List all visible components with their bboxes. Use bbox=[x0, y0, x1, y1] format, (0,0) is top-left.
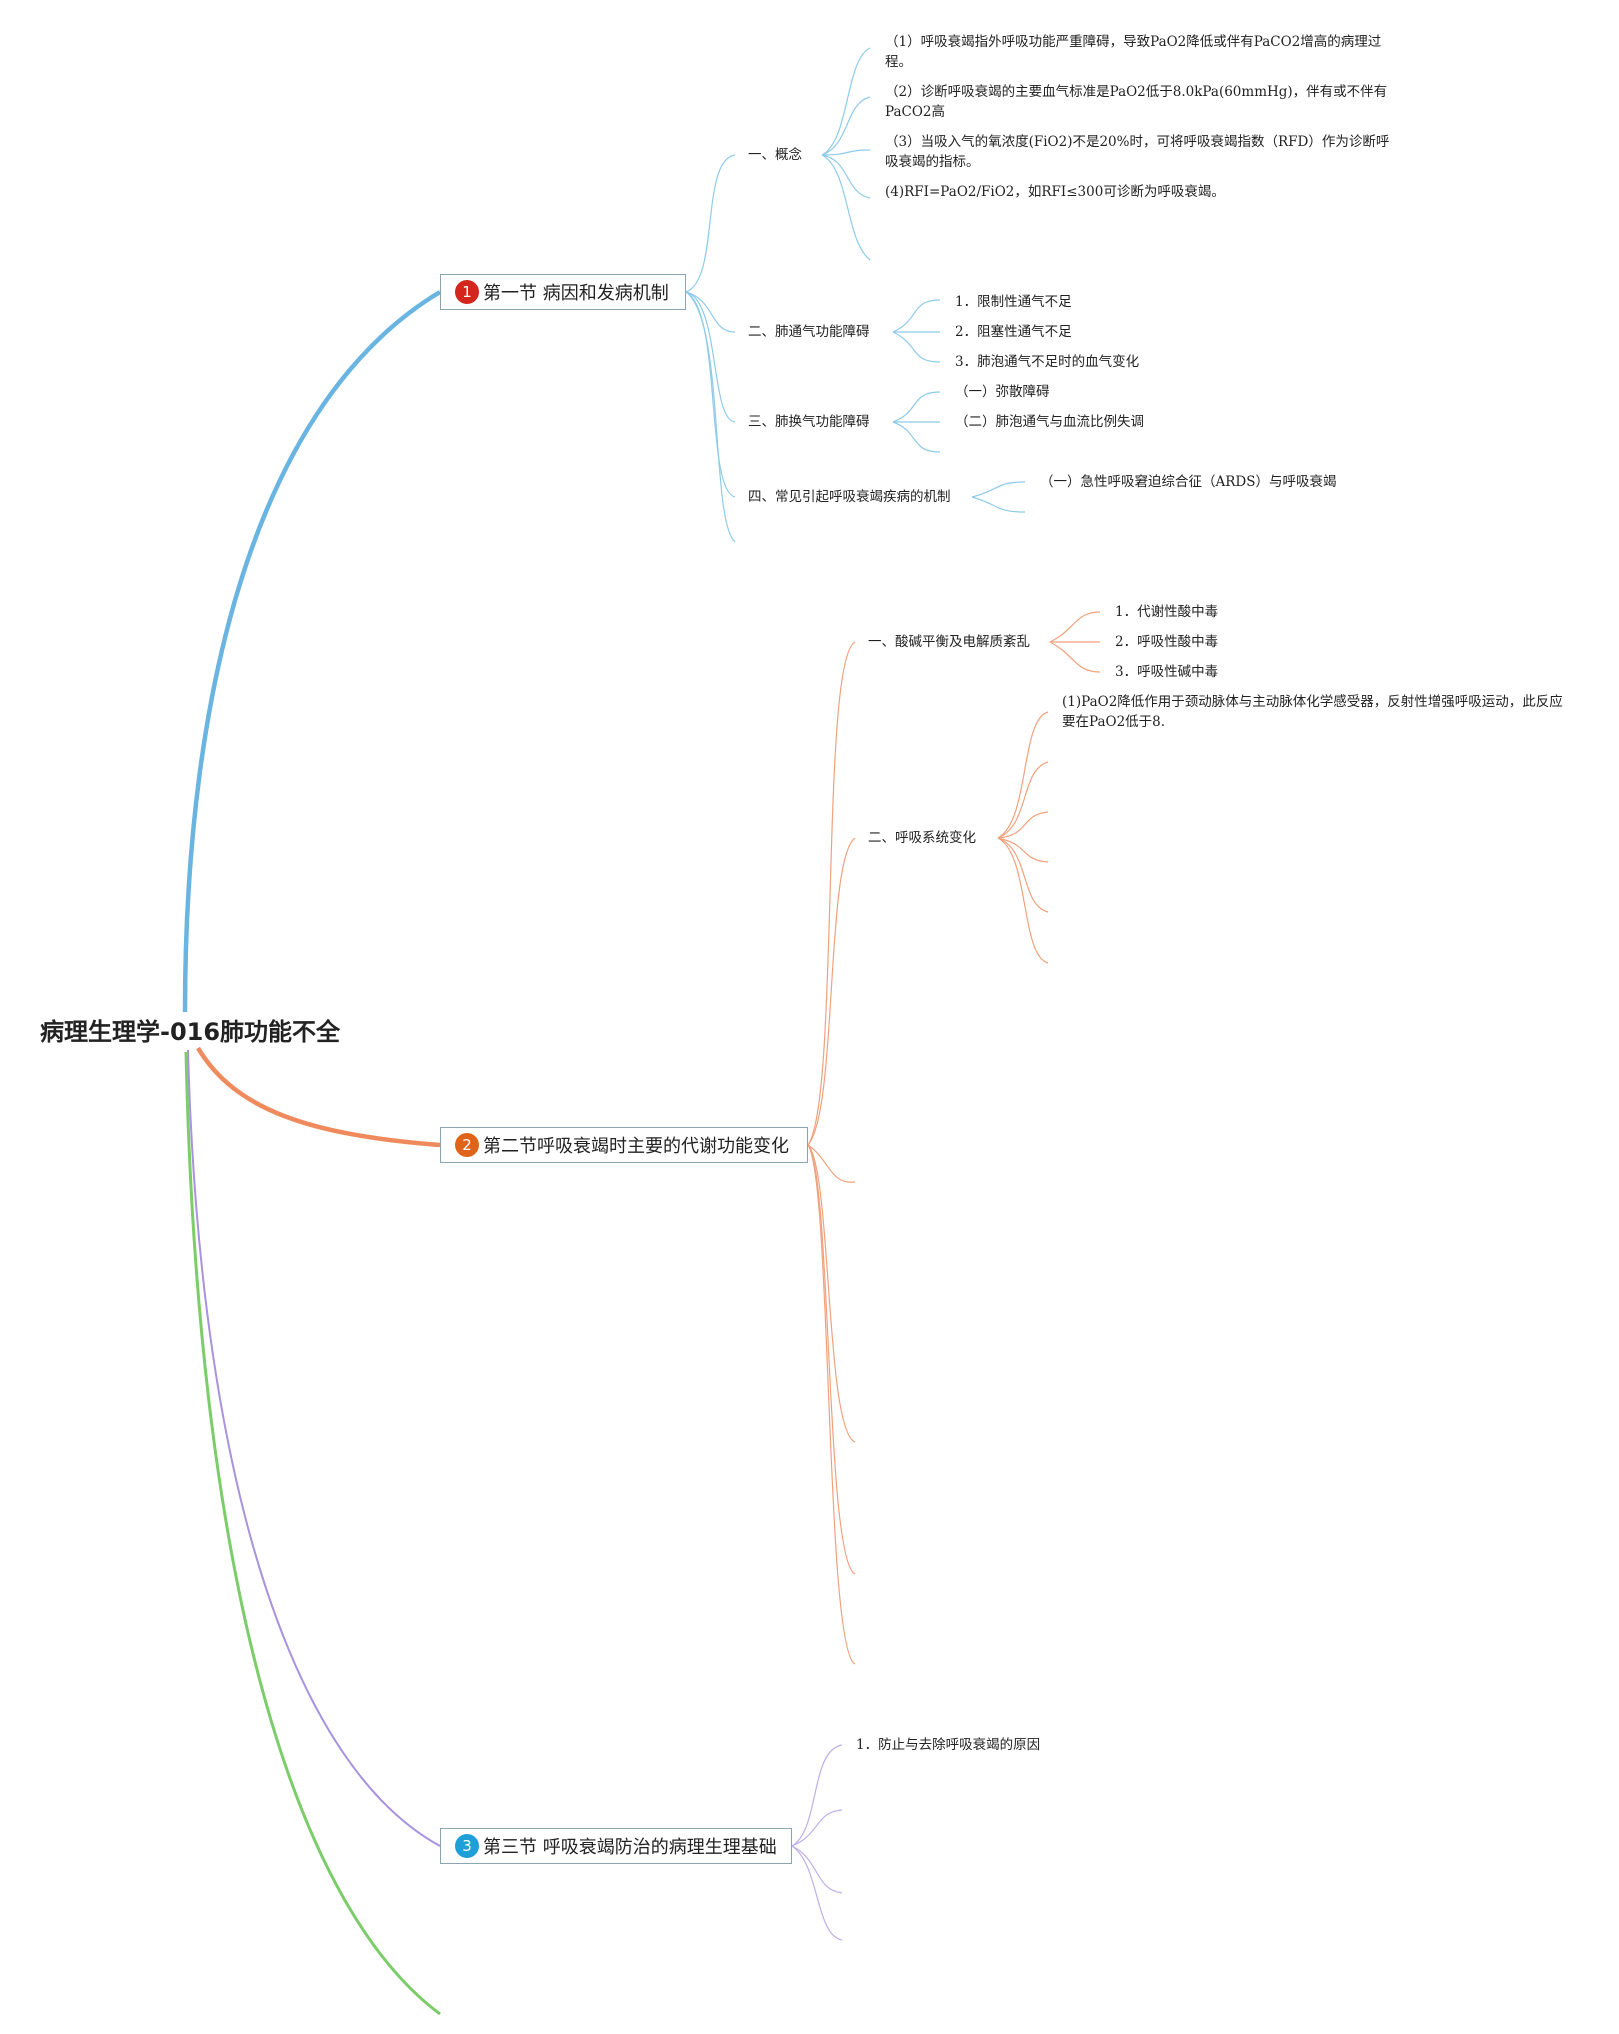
leaf-text[interactable]: （一）弥散障碍 bbox=[955, 384, 1050, 400]
section3-edges bbox=[791, 1744, 843, 1941]
leaf-text[interactable]: 2．阻塞性通气不足 bbox=[955, 324, 1072, 340]
topic-respiratory-changes[interactable]: 二、呼吸系统变化 bbox=[868, 830, 976, 846]
leaf-text[interactable]: 1．限制性通气不足 bbox=[955, 294, 1072, 310]
leaf-text[interactable]: 3．肺泡通气不足时的血气变化 bbox=[955, 354, 1140, 370]
section-2-node[interactable]: 2 第二节呼吸衰竭时主要的代谢功能变化 bbox=[440, 1127, 808, 1163]
section-1-node[interactable]: 1 第一节 病因和发病机制 bbox=[440, 274, 686, 310]
section-title: 第一节 病因和发病机制 bbox=[483, 283, 669, 304]
topic-ventilation[interactable]: 二、肺通气功能障碍 bbox=[748, 324, 870, 340]
number-badge: 1 bbox=[455, 280, 479, 304]
branch-line-1 bbox=[182, 290, 442, 1013]
leaf-text[interactable]: （3）当吸入气的氧浓度(FiO2)不是20%时，可将呼吸衰竭指数（RFD）作为诊… bbox=[885, 134, 1390, 170]
number-badge: 2 bbox=[455, 1133, 479, 1157]
leaf-text[interactable]: 2．呼吸性酸中毒 bbox=[1115, 634, 1219, 650]
number-badge: 3 bbox=[455, 1834, 479, 1858]
topic-mechanism[interactable]: 四、常见引起呼吸衰竭疾病的机制 bbox=[748, 489, 951, 505]
branch-line-4 bbox=[184, 1051, 441, 2016]
leaf-text[interactable]: 1．代谢性酸中毒 bbox=[1115, 604, 1219, 620]
section-title: 第二节呼吸衰竭时主要的代谢功能变化 bbox=[483, 1136, 789, 1157]
topic-prevention[interactable]: 1．防止与去除呼吸衰竭的原因 bbox=[856, 1737, 1041, 1753]
leaf-text[interactable]: （二）肺泡通气与血流比例失调 bbox=[955, 414, 1144, 430]
topic-acid-base[interactable]: 一、酸碱平衡及电解质紊乱 bbox=[868, 634, 1030, 650]
branch-line-2 bbox=[196, 1046, 441, 1148]
topic-concept[interactable]: 一、概念 bbox=[748, 147, 802, 163]
topic-gas-exchange[interactable]: 三、肺换气功能障碍 bbox=[748, 414, 870, 430]
section-title: 第三节 呼吸衰竭防治的病理生理基础 bbox=[483, 1837, 777, 1858]
root-title[interactable]: 病理生理学-016肺功能不全 bbox=[40, 1018, 341, 1046]
leaf-text[interactable]: （一）急性呼吸窘迫综合征（ARDS）与呼吸衰竭 bbox=[1040, 474, 1337, 490]
leaf-text[interactable]: （1）呼吸衰竭指外呼吸功能严重障碍，导致PaO2降低或伴有PaCO2增高的病理过… bbox=[885, 34, 1382, 70]
leaf-text[interactable]: (1)PaO2降低作用于颈动脉体与主动脉体化学感受器，反射性增强呼吸运动，此反应… bbox=[1062, 694, 1563, 730]
leaf-text[interactable]: （2）诊断呼吸衰竭的主要血气标准是PaO2低于8.0kPa(60mmHg)，伴有… bbox=[885, 84, 1388, 120]
leaf-text[interactable]: (4)RFI=PaO2/FiO2，如RFI≤300可诊断为呼吸衰竭。 bbox=[885, 184, 1225, 200]
section1-edges bbox=[685, 47, 1026, 543]
branch-line-3 bbox=[187, 1049, 441, 1847]
section-3-node[interactable]: 3 第三节 呼吸衰竭防治的病理生理基础 bbox=[440, 1828, 792, 1864]
leaf-text[interactable]: 3．呼吸性碱中毒 bbox=[1115, 664, 1219, 680]
section2-edges bbox=[807, 611, 1101, 1665]
